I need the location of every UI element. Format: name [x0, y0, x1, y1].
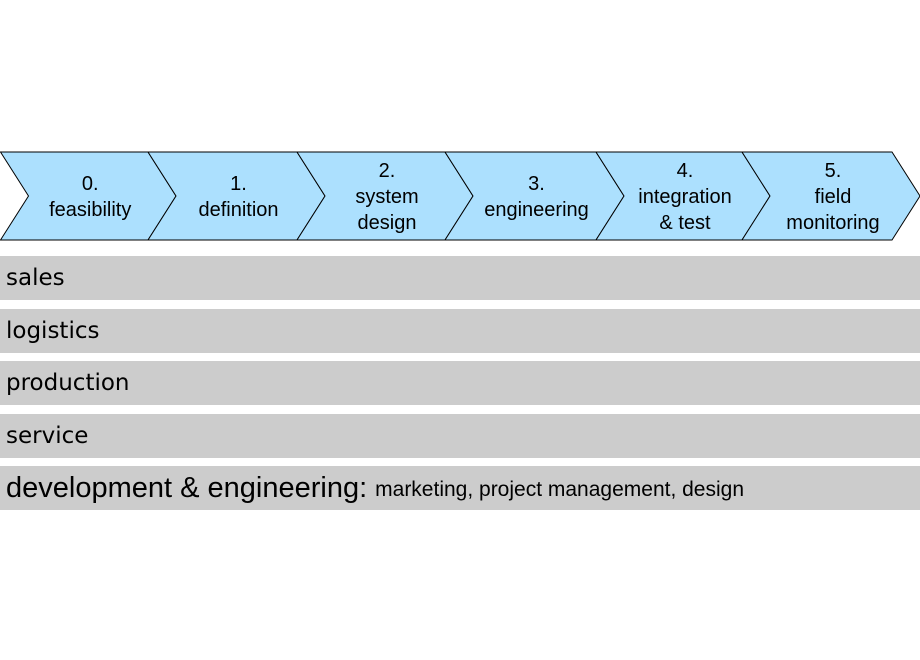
- phase-label-line: 5.: [825, 160, 842, 182]
- phase-label-line: 1.: [230, 173, 247, 195]
- band-development-engineering: development & engineering: marketing, pr…: [0, 466, 920, 510]
- band-detail-development: marketing, project management, design: [375, 478, 745, 501]
- phase-label-line: design: [358, 212, 417, 234]
- phase-label-line: feasibility: [49, 199, 131, 221]
- phase-integration-test: 4. integration & test: [595, 151, 771, 241]
- band-label-logistics: logistics: [6, 317, 100, 344]
- phase-label-line: 3.: [528, 173, 545, 195]
- phase-label-line: monitoring: [786, 212, 879, 234]
- band-production: production: [0, 361, 920, 405]
- phase-chevron-shape: [741, 151, 920, 241]
- phase-label-line: definition: [198, 199, 278, 221]
- band-service: service: [0, 413, 920, 458]
- phase-feasibility: 0. feasibility: [0, 151, 177, 241]
- phase-label-line: field: [815, 186, 852, 208]
- phase-chevron-shape: [0, 151, 177, 241]
- phase-engineering: 3. engineering: [444, 151, 625, 241]
- phase-label-line: system: [355, 186, 418, 208]
- phase-label-line: 2.: [379, 160, 396, 182]
- band-label-production: production: [6, 370, 130, 396]
- phase-chevron-strip: 0. feasibility 1. definition 2. system design 3…: [0, 151, 920, 241]
- band-title-development: development & engineering:: [6, 471, 368, 504]
- band-sales: sales: [0, 256, 920, 300]
- phase-label-line: 4.: [677, 160, 694, 182]
- phase-label-line: integration: [638, 186, 731, 208]
- band-label-sales: sales: [6, 265, 65, 291]
- phase-label-line: 0.: [82, 173, 99, 195]
- phase-system-design: 2. system design: [296, 151, 474, 241]
- band-label-service: service: [6, 422, 89, 449]
- band-logistics: logistics: [0, 308, 920, 353]
- phase-field-monitoring: 5. field monitoring: [741, 151, 920, 241]
- phase-label-line: & test: [659, 212, 711, 234]
- department-bands: sales logistics production service devel…: [0, 256, 920, 519]
- phase-label-line: engineering: [484, 199, 589, 221]
